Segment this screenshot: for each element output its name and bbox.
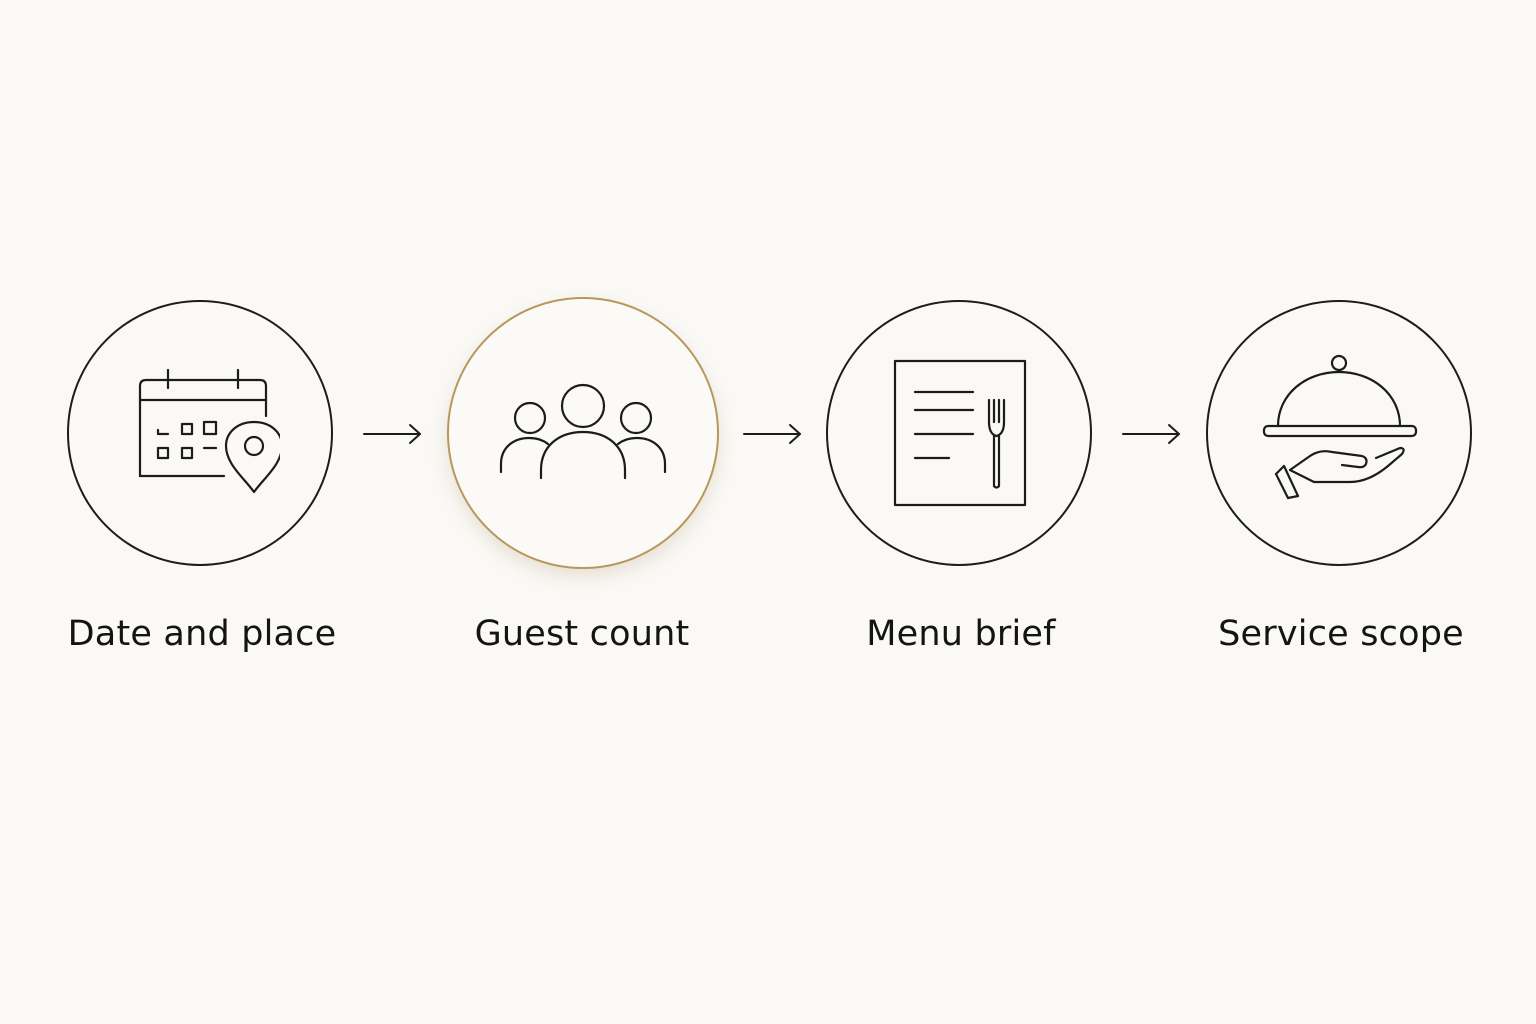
step-menu-brief[interactable]: Menu brief (826, 300, 1096, 654)
arrow-right-icon (743, 424, 801, 444)
guests-icon (499, 383, 667, 480)
step-label: Service scope (1218, 614, 1464, 654)
step-circle-menu-brief[interactable] (826, 300, 1092, 566)
arrow-right-icon (1122, 424, 1180, 444)
step-label: Guest count (474, 614, 690, 654)
step-guest-count[interactable]: Guest count (447, 297, 719, 654)
step-date-and-place[interactable]: Date and place (67, 300, 337, 654)
calendar-location-icon (138, 368, 280, 494)
arrow-right-icon (363, 424, 421, 444)
cloche-service-icon (1262, 354, 1418, 500)
step-circle-date-and-place[interactable] (67, 300, 333, 566)
step-service-scope[interactable]: Service scope (1206, 300, 1476, 654)
step-circle-service-scope[interactable] (1206, 300, 1472, 566)
step-circle-guest-count[interactable] (447, 297, 719, 569)
menu-fork-icon (893, 359, 1027, 507)
step-label: Date and place (67, 614, 337, 654)
step-label: Menu brief (866, 614, 1056, 654)
